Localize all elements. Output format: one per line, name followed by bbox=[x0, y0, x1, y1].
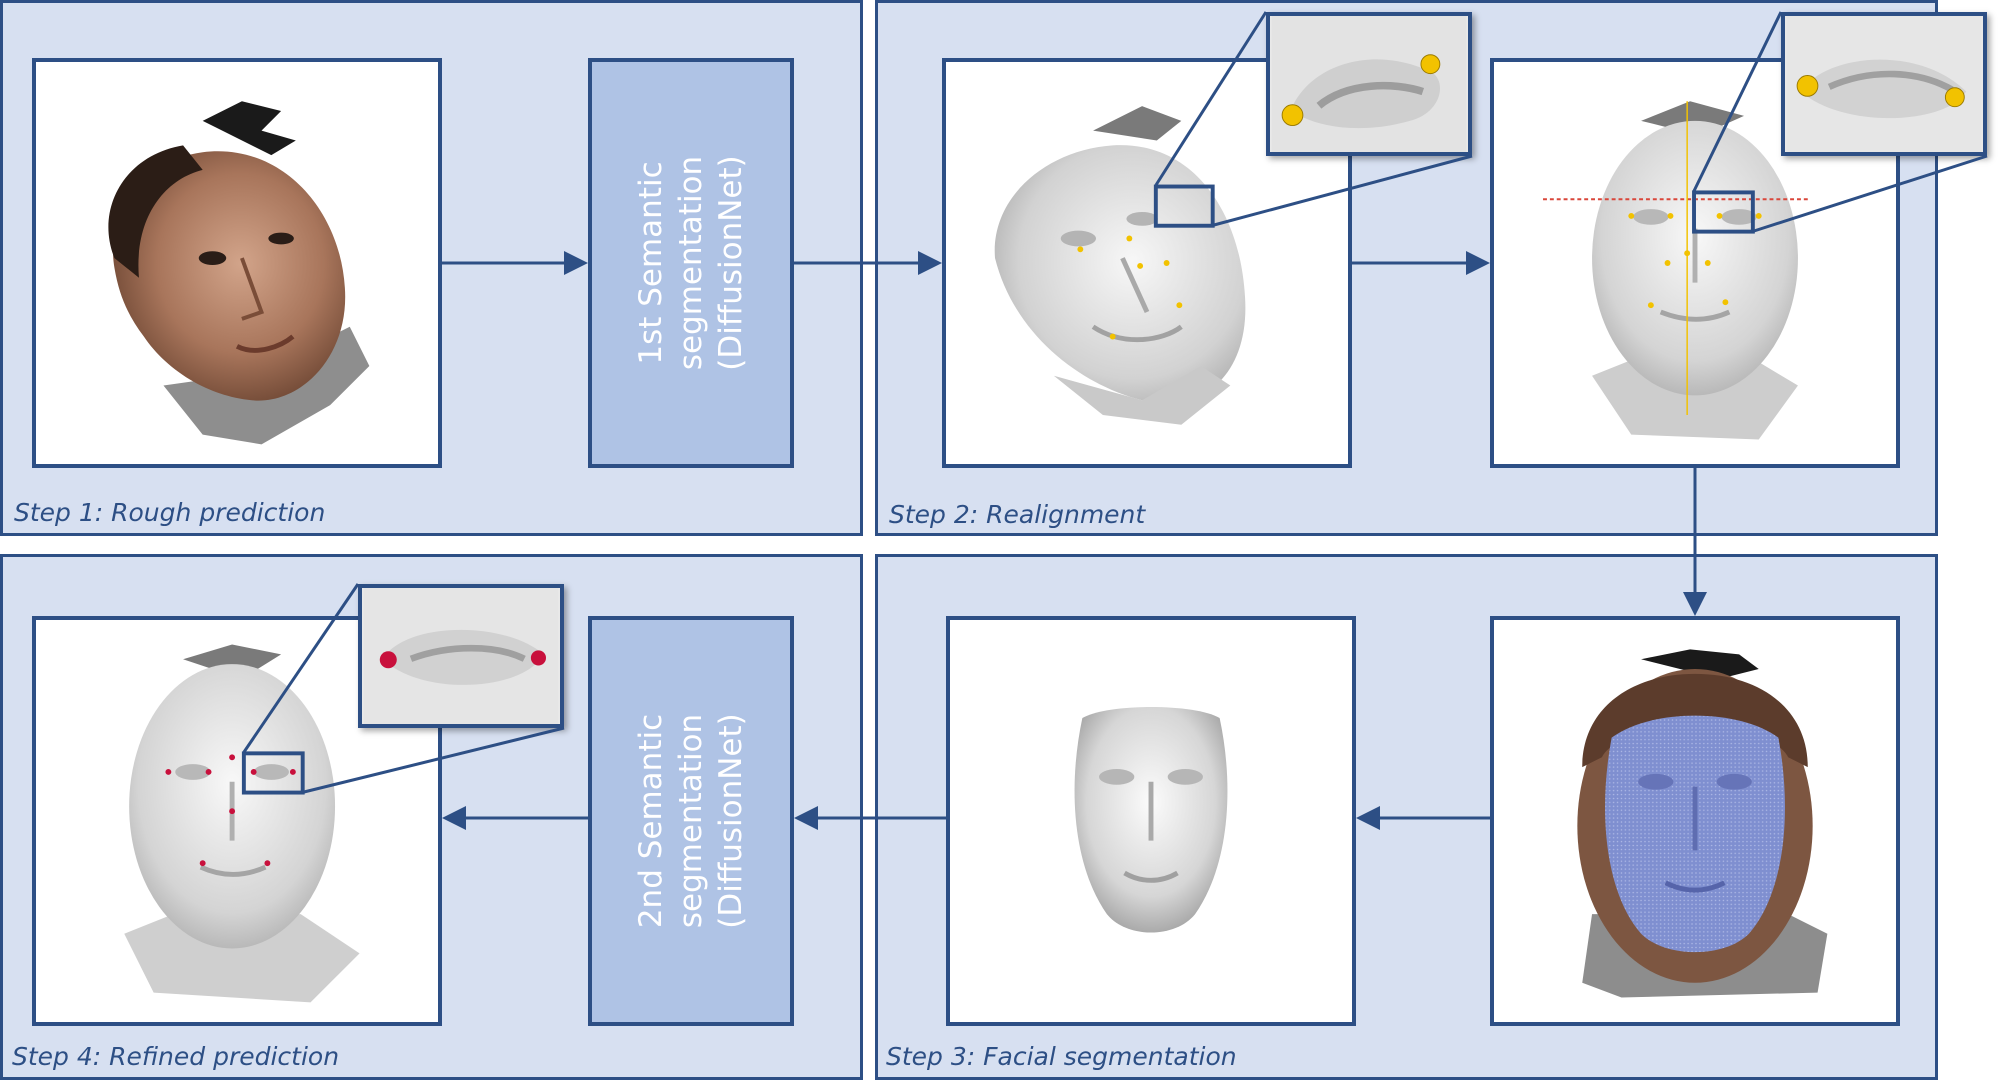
step1-label: Step 1: Rough prediction bbox=[14, 498, 326, 527]
second-seg-line2: segmentation bbox=[673, 713, 709, 929]
eye-closeup-icon-2 bbox=[1786, 16, 1982, 152]
textured-head-scan-icon bbox=[108, 101, 370, 445]
eye-closeup-inset-2 bbox=[1781, 12, 1987, 156]
eye-closeup-inset-3 bbox=[358, 584, 564, 728]
first-seg-line1: 1st Semantic bbox=[633, 161, 669, 365]
first-seg-line3: (DiffusionNet) bbox=[713, 155, 749, 371]
eye-closeup-icon bbox=[1271, 16, 1467, 152]
eye-closeup-icon-3 bbox=[363, 588, 559, 724]
second-segmentation-box: 2nd Semantic segmentation (DiffusionNet) bbox=[588, 616, 794, 1026]
cropped-face-mesh-icon bbox=[1074, 707, 1228, 933]
aligned-eye-highlight bbox=[1692, 190, 1755, 234]
step3-label: Step 3: Facial segmentation bbox=[886, 1042, 1237, 1071]
step2-label: Step 2: Realignment bbox=[889, 500, 1146, 529]
eye-closeup-inset-1 bbox=[1266, 12, 1472, 156]
refined-eye-highlight bbox=[241, 751, 305, 795]
second-seg-line3: (DiffusionNet) bbox=[713, 713, 749, 929]
step4-label: Step 4: Refined prediction bbox=[12, 1042, 340, 1071]
cropped-face-frame bbox=[946, 616, 1356, 1026]
segmented-face-frame bbox=[1490, 616, 1900, 1026]
tilted-eye-highlight bbox=[1153, 184, 1215, 228]
first-segmentation-text: 1st Semantic segmentation (DiffusionNet) bbox=[631, 155, 751, 370]
textured-head-frame bbox=[32, 58, 442, 468]
segmented-face-mesh-icon bbox=[1577, 649, 1828, 998]
second-seg-line1: 2nd Semantic bbox=[633, 713, 669, 929]
first-segmentation-box: 1st Semantic segmentation (DiffusionNet) bbox=[588, 58, 794, 468]
first-seg-line2: segmentation bbox=[673, 155, 709, 371]
second-segmentation-text: 2nd Semantic segmentation (DiffusionNet) bbox=[631, 713, 751, 928]
